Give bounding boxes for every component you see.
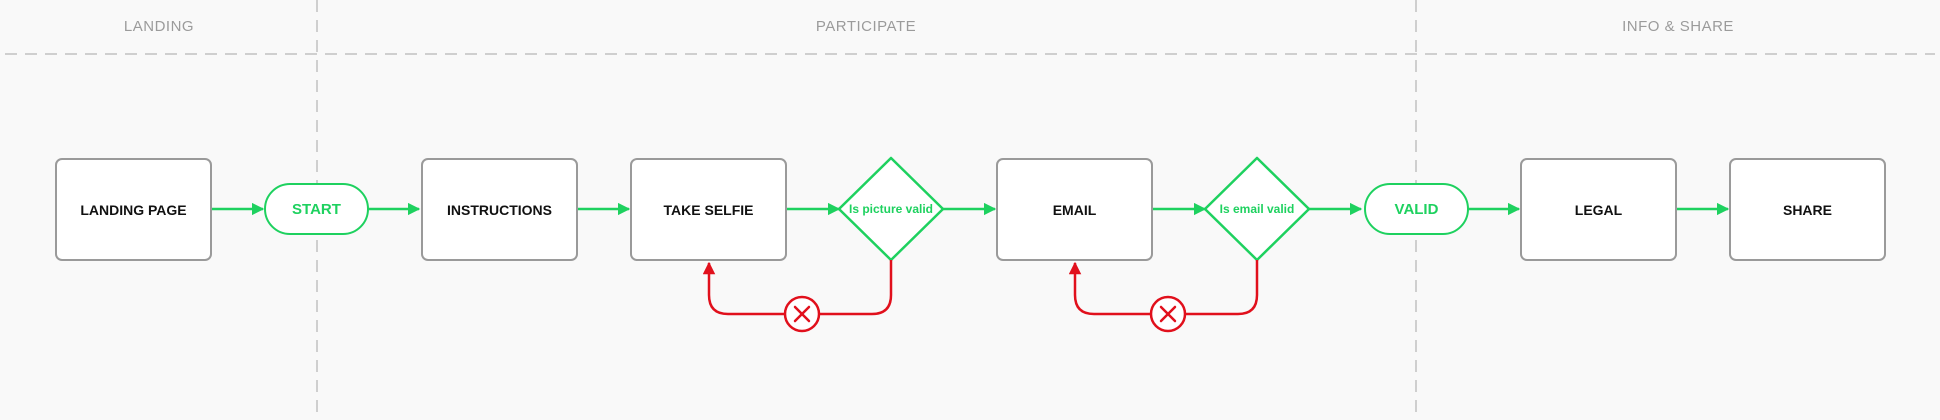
email-valid-label: Is email valid [1219, 202, 1295, 216]
share-node: SHARE [1729, 158, 1886, 261]
lane-label-landing: LANDING [123, 18, 195, 35]
email-node: EMAIL [996, 158, 1153, 261]
take-selfie-node: TAKE SELFIE [630, 158, 787, 261]
close-icon [783, 295, 821, 333]
landing-page-node: LANDING PAGE [55, 158, 212, 261]
lane-label-participate: PARTICIPATE [815, 18, 917, 35]
picture-valid-label: Is picture valid [848, 202, 934, 216]
valid-terminal: VALID [1364, 183, 1469, 235]
start-terminal: START [264, 183, 369, 235]
close-icon [1149, 295, 1187, 333]
legal-node: LEGAL [1520, 158, 1677, 261]
instructions-node: INSTRUCTIONS [421, 158, 578, 261]
lane-label-info-share: INFO & SHARE [1622, 18, 1734, 35]
